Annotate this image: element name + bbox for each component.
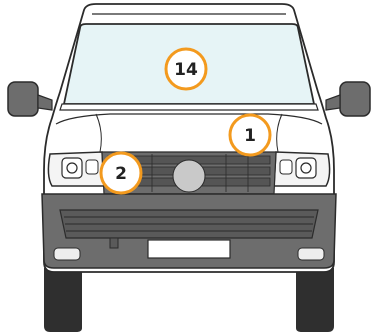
left-mirror — [8, 82, 52, 116]
tow-eye-cover — [110, 238, 118, 248]
lower-grille — [60, 210, 318, 238]
left-headlight — [48, 152, 104, 186]
right-mirror — [326, 82, 370, 116]
callout-bonnet[interactable]: 1 — [230, 115, 270, 155]
callout-headlight[interactable]: 2 — [101, 153, 141, 193]
brand-badge — [173, 160, 205, 192]
right-tyre — [296, 268, 334, 332]
callout-bonnet-label: 1 — [244, 126, 256, 146]
left-tyre — [44, 268, 82, 332]
right-fog-light — [298, 248, 324, 260]
callout-windscreen[interactable]: 14 — [166, 49, 206, 89]
wiper-cowl — [60, 104, 318, 110]
number-plate — [148, 240, 230, 258]
callout-headlight-label: 2 — [115, 164, 127, 184]
right-headlight — [274, 152, 330, 186]
callout-windscreen-label: 14 — [174, 60, 198, 80]
left-fog-light — [54, 248, 80, 260]
